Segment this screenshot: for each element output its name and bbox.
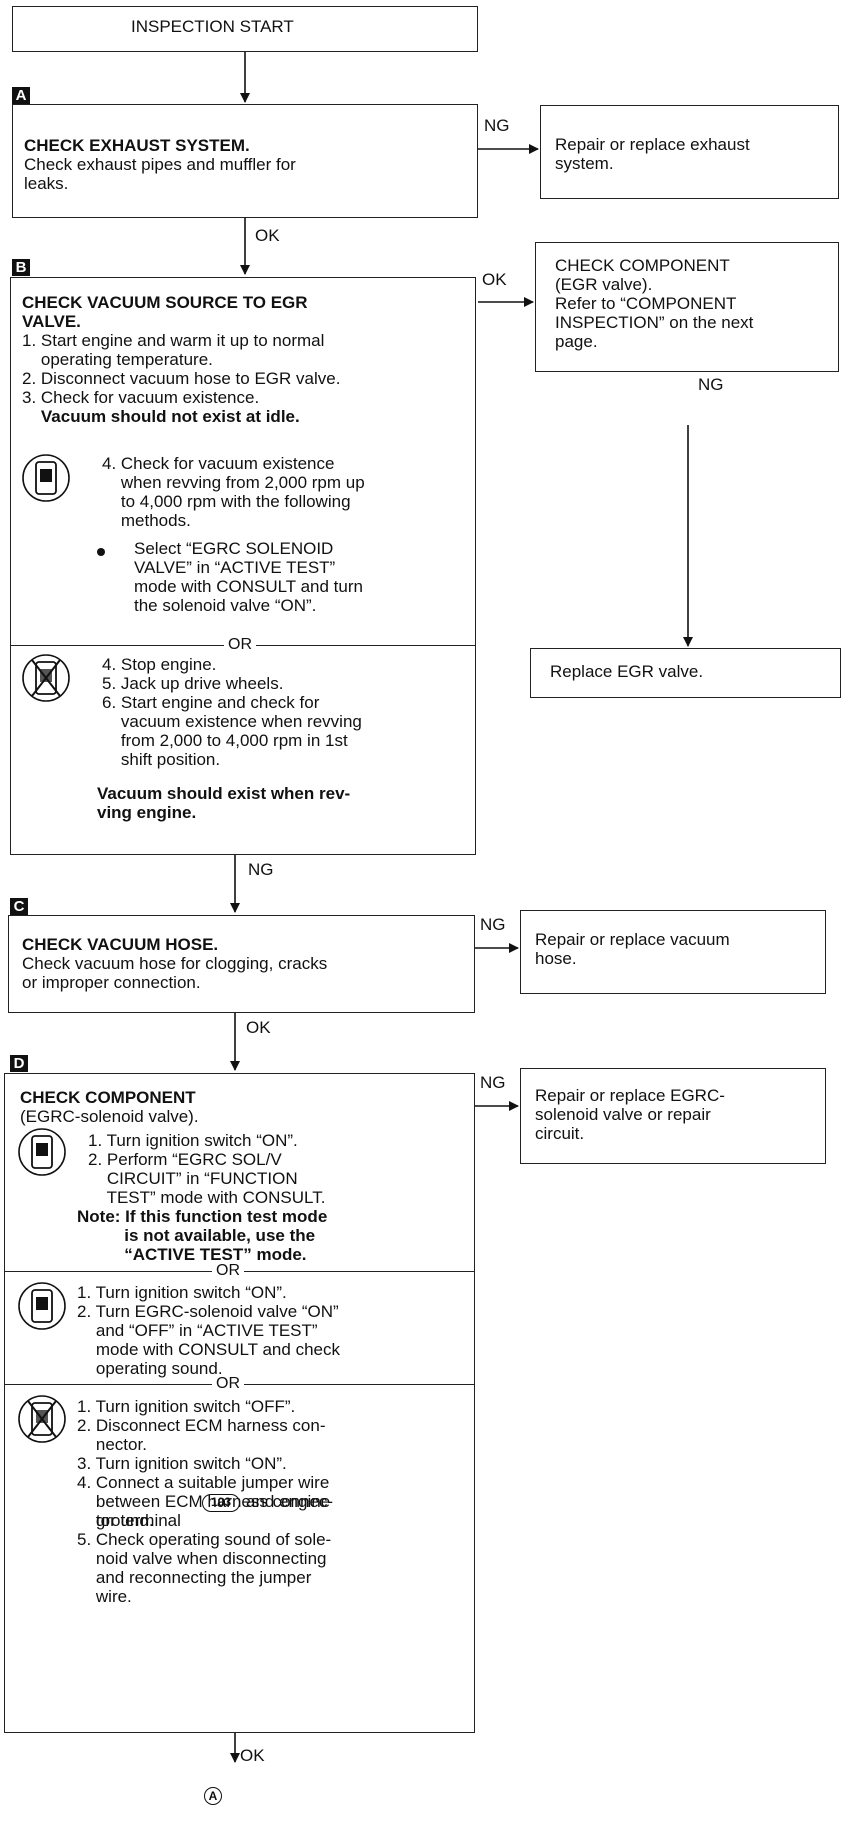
step-b-box (10, 277, 476, 855)
terminal-103-label: 103 (210, 1495, 232, 1509)
step-d-method3-text-a: 1. Turn ignition switch “OFF”. 2. Discon… (77, 1397, 334, 1530)
step-d-ok-label: OK (240, 1746, 265, 1765)
step-c-ng-label: NG (480, 915, 506, 934)
step-d-box (4, 1073, 475, 1733)
step-a-title: CHECK EXHAUST SYSTEM. (24, 136, 250, 155)
step-d-method3-text-c: ground. 5. Check operating sound of sole… (77, 1511, 332, 1606)
step-d-method3-text-b: and engine (246, 1492, 331, 1511)
step-b-note-revving: Vacuum should exist when rev- ving engin… (97, 784, 351, 822)
step-b-items: 1. Start engine and warm it up to normal… (22, 331, 341, 407)
result-c-ng-box (520, 910, 826, 994)
consult-icon (16, 1126, 68, 1183)
no-consult-icon (20, 652, 72, 709)
step-c-label: C (10, 898, 28, 915)
step-a-ok-label: OK (255, 226, 280, 245)
step-d-note: Note: If this function test mode is not … (77, 1207, 328, 1264)
step-c-ok-label: OK (246, 1018, 271, 1037)
result-b-ok-box (535, 242, 839, 372)
connector-a-label: A (208, 1789, 218, 1803)
step-b-manual-text: 4. Stop engine. 5. Jack up drive wheels.… (102, 655, 362, 769)
step-c-title: CHECK VACUUM HOSE. (22, 935, 219, 954)
result-a-ng-box (540, 105, 839, 199)
step-c-box (8, 915, 475, 1013)
step-c-body: Check vacuum hose for clogging, cracks o… (22, 954, 328, 992)
step-a-label: A (12, 87, 30, 104)
terminal-103-badge: 103 (202, 1494, 240, 1512)
step-a-body: Check exhaust pipes and muffler for leak… (24, 155, 296, 193)
step-b-ok-label: OK (482, 270, 507, 289)
step-b-consult-text: 4. Check for vacuum existence when revvi… (102, 454, 365, 530)
consult-icon (20, 452, 72, 509)
step-a-ng-label: NG (484, 116, 510, 135)
connector-a-symbol: A (204, 1787, 222, 1805)
step-d-label: D (10, 1055, 28, 1072)
step-b-note-idle: Vacuum should not exist at idle. (22, 407, 300, 426)
step-d-or-label-2: OR (212, 1376, 244, 1392)
bullet-icon (97, 548, 105, 556)
step-b-or-label: OR (224, 637, 256, 653)
result-d-ng-box (520, 1068, 826, 1164)
step-d-title: CHECK COMPONENT (20, 1088, 196, 1107)
step-d-subtitle: (EGRC-solenoid valve). (20, 1107, 199, 1126)
step-a-box (12, 104, 478, 218)
result-b-ng-text: Replace EGR valve. (550, 662, 704, 681)
step-d-method1-text: 1. Turn ignition switch “ON”. 2. Perform… (88, 1131, 326, 1207)
result-b-ok-text: CHECK COMPONENT (EGR valve). Refer to “C… (555, 256, 754, 351)
step-b-ng-label: NG (248, 860, 274, 879)
result-a-ng-text: Repair or replace exhaust system. (555, 135, 750, 173)
step-b-bullet-text: Select “EGRC SOLENOID VALVE” in “ACTIVE … (134, 539, 363, 615)
result-c-ng-text: Repair or replace vacuum hose. (535, 930, 730, 968)
inspection-start-text: INSPECTION START (131, 17, 294, 36)
no-consult-icon (16, 1393, 68, 1450)
result-b-ng-box (530, 648, 841, 698)
step-b-title: CHECK VACUUM SOURCE TO EGR VALVE. (22, 293, 308, 331)
step-d-ng-label: NG (480, 1073, 506, 1092)
result-b-ok-ng-label: NG (698, 375, 724, 394)
step-d-or-label-1: OR (212, 1263, 244, 1279)
inspection-start-box (12, 6, 478, 52)
result-d-ng-text: Repair or replace EGRC- solenoid valve o… (535, 1086, 725, 1143)
step-d-method2-text: 1. Turn ignition switch “ON”. 2. Turn EG… (77, 1283, 340, 1378)
step-b-label: B (12, 259, 30, 276)
consult-icon (16, 1280, 68, 1337)
